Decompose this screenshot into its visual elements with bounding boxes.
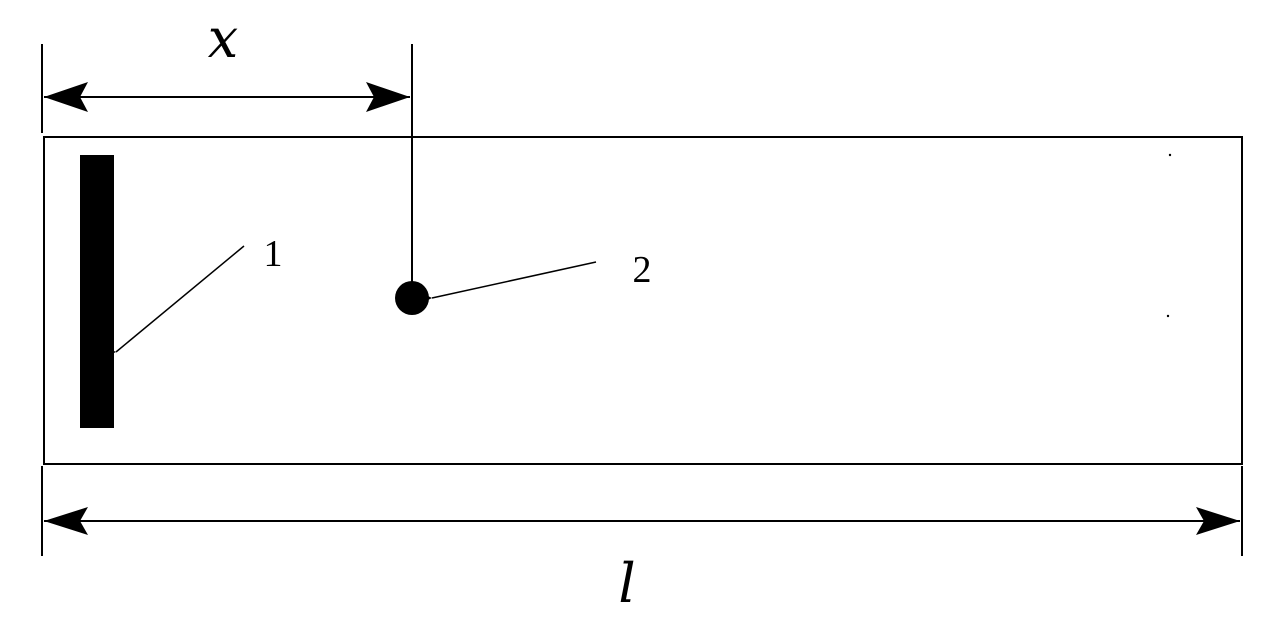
x-label: x bbox=[208, 7, 238, 70]
l-label: l bbox=[618, 552, 635, 615]
leader-line-1 bbox=[106, 245, 245, 357]
l-arrow-right bbox=[1196, 507, 1240, 535]
callout-1: 1 bbox=[264, 233, 283, 275]
x-arrow-left bbox=[44, 82, 88, 112]
callout-2: 2 bbox=[633, 249, 652, 291]
plate-1 bbox=[80, 155, 114, 428]
speck-2 bbox=[1166, 314, 1170, 318]
body-rectangle bbox=[43, 136, 1243, 465]
x-arrow-right bbox=[366, 82, 410, 112]
point-2 bbox=[395, 281, 429, 315]
leader-line-2 bbox=[422, 261, 597, 303]
l-arrow-left bbox=[44, 507, 88, 535]
speck-1 bbox=[1168, 153, 1172, 157]
